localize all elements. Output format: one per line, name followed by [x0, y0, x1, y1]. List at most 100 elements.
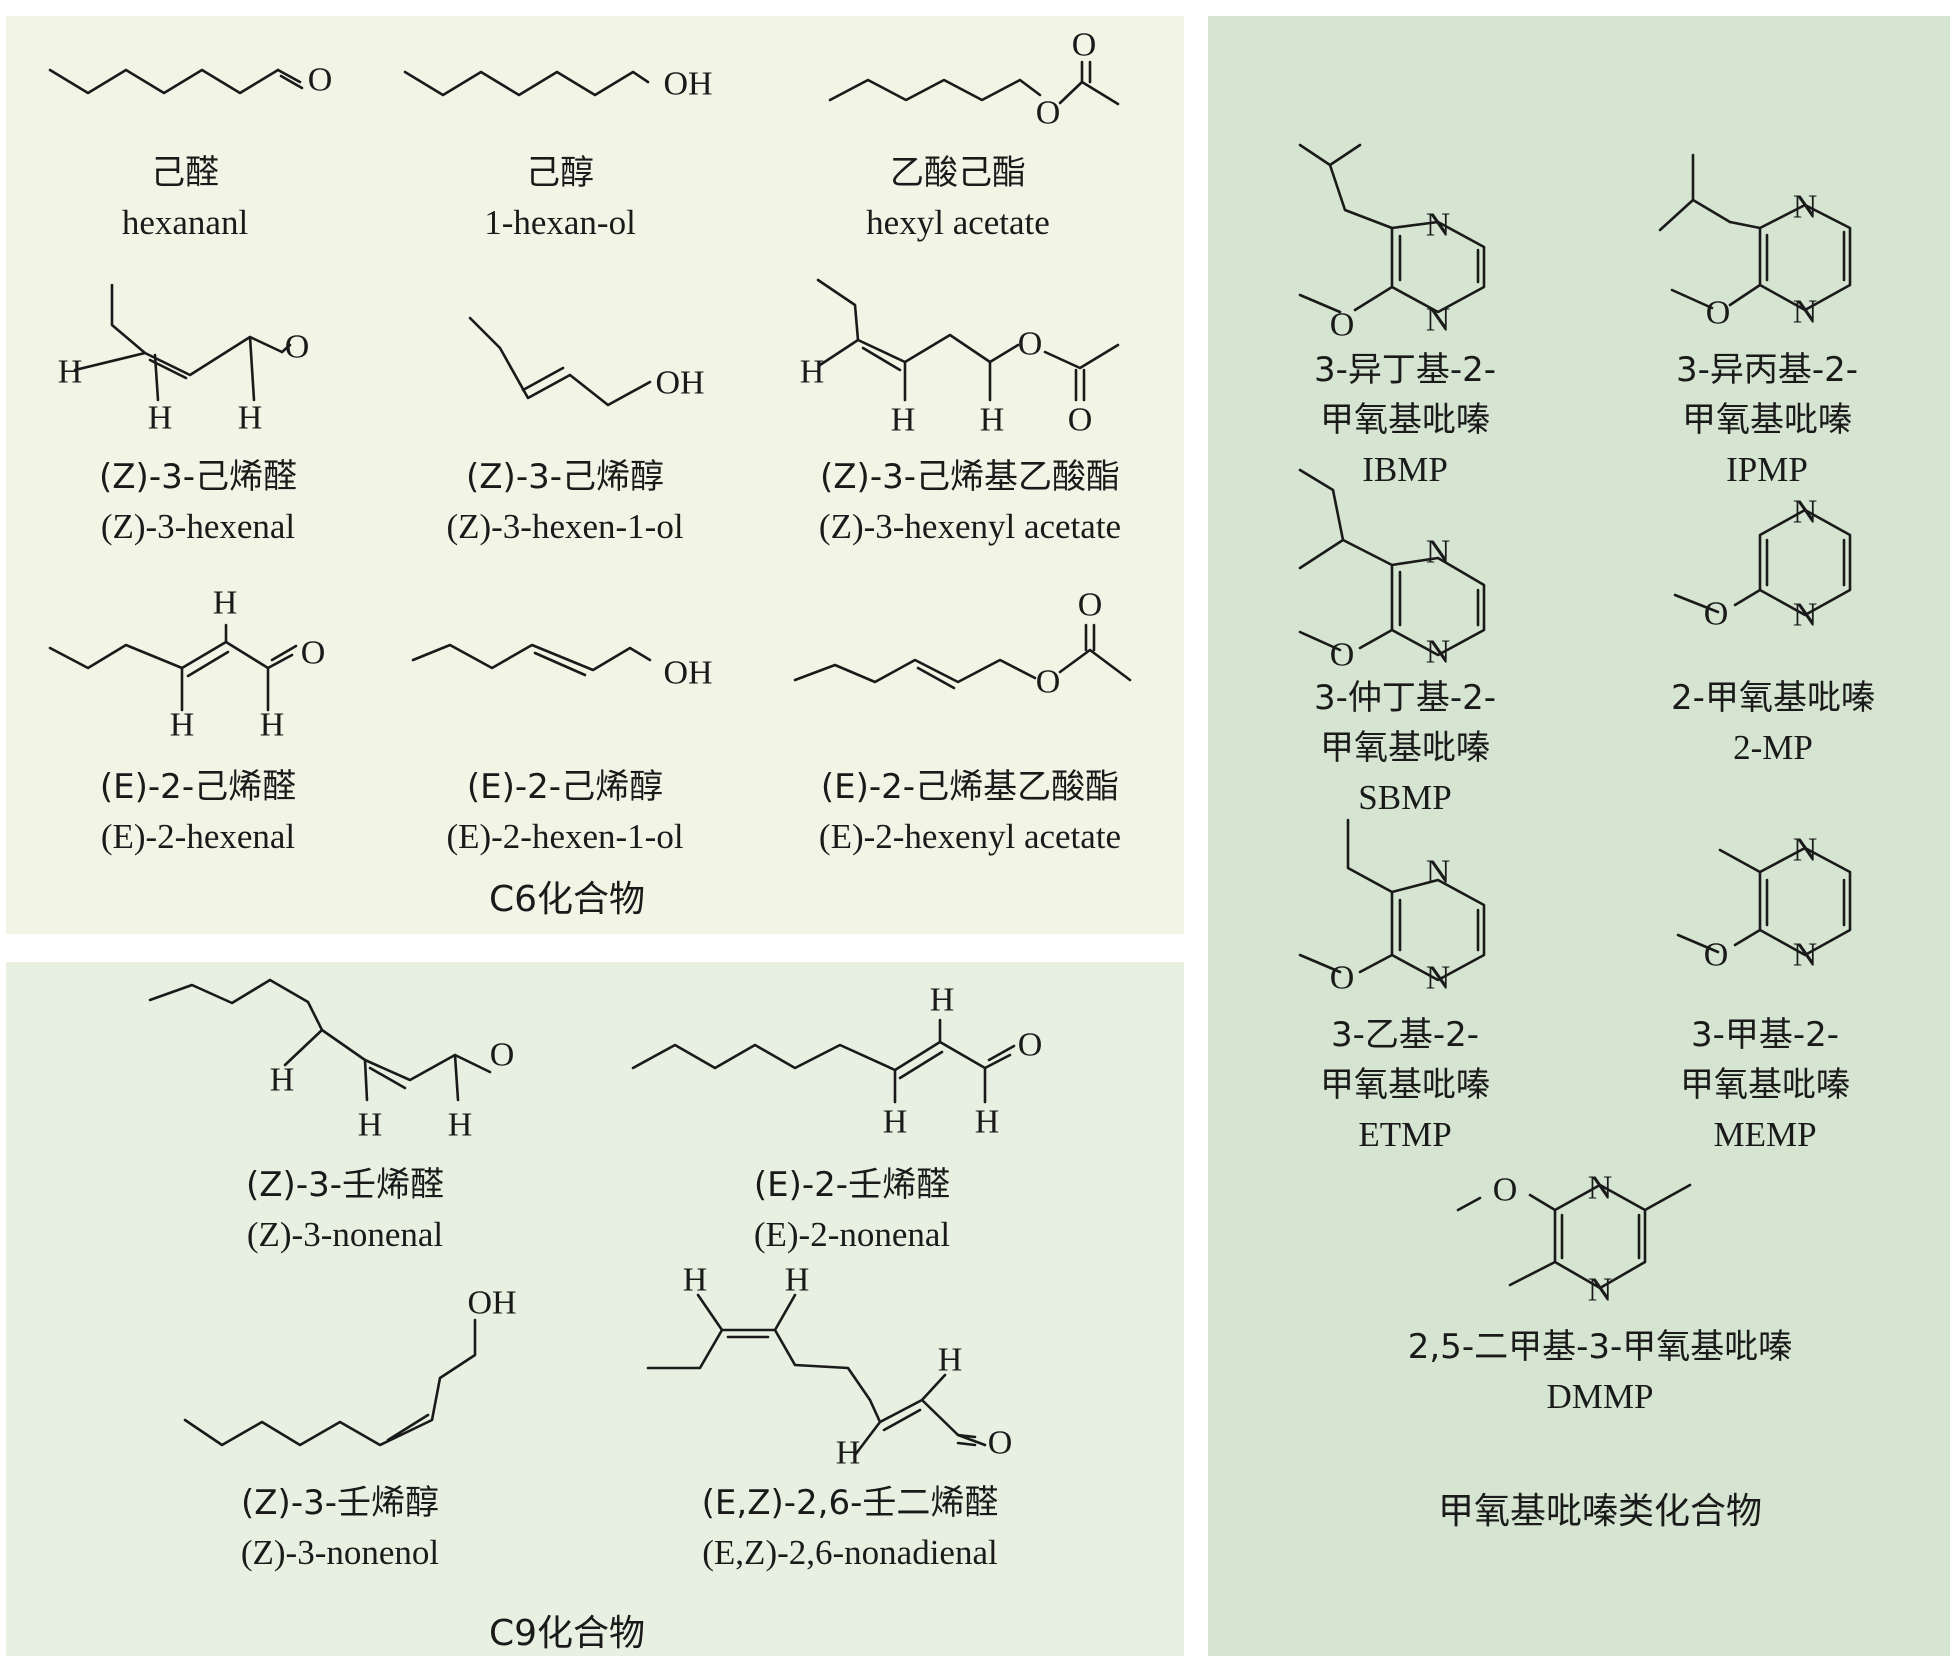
name-en: (Z)-3-hexenal — [100, 507, 296, 546]
svg-text:N: N — [1426, 207, 1451, 244]
svg-text:O: O — [1704, 596, 1729, 633]
name-abbr: IPMP — [1726, 450, 1808, 489]
svg-text:H: H — [800, 354, 825, 391]
name-cn-line1: 3-乙基-2- — [1330, 1015, 1480, 1055]
name-cn-line2: 甲氧基吡嗪 — [1319, 400, 1490, 440]
name-cn: 己醛 — [150, 153, 219, 193]
svg-text:H: H — [836, 1435, 861, 1472]
name-cn: (Z)-3-己烯醇 — [465, 457, 664, 497]
svg-text:O: O — [1330, 307, 1355, 344]
label-memp: 3-甲基-2- 甲氧基吡嗪 MEMP — [1680, 1010, 1850, 1160]
svg-text:H: H — [883, 1104, 908, 1141]
svg-text:O: O — [301, 635, 326, 672]
svg-text:H: H — [58, 354, 83, 391]
name-en: (Z)-3-nonenol — [240, 1533, 440, 1572]
svg-text:OH: OH — [467, 1285, 516, 1322]
svg-text:O: O — [490, 1037, 515, 1074]
c6-compounds-panel — [6, 16, 1184, 934]
svg-text:OH: OH — [655, 365, 704, 402]
svg-text:OH: OH — [663, 66, 712, 103]
svg-text:H: H — [930, 982, 955, 1019]
name-cn-line2: 甲氧基吡嗪 — [1319, 728, 1490, 768]
name-en: (Z)-3-hexenyl acetate — [818, 507, 1122, 546]
name-cn: (E)-2-己烯醇 — [466, 767, 664, 807]
svg-text:O: O — [285, 329, 310, 366]
name-cn: (Z)-3-己烯醛 — [99, 457, 297, 497]
name-en: hexyl acetate — [866, 203, 1050, 242]
name-cn: (Z)-3-壬烯醛 — [246, 1165, 444, 1205]
name-cn-line1: 2-甲氧基吡嗪 — [1671, 678, 1875, 718]
svg-text:O: O — [1068, 402, 1093, 439]
svg-text:N: N — [1793, 189, 1818, 226]
c9-compounds-panel — [6, 962, 1184, 1656]
label-ez26-nonadienal: (E,Z)-2,6-壬二烯醛 (E,Z)-2,6-nonadienal — [702, 1478, 999, 1578]
name-en: (Z)-3-hexen-1-ol — [446, 507, 684, 546]
svg-text:H: H — [148, 400, 173, 437]
label-etmp: 3-乙基-2- 甲氧基吡嗪 ETMP — [1320, 1010, 1490, 1160]
svg-text:N: N — [1426, 534, 1451, 571]
name-cn: (E)-2-壬烯醛 — [753, 1165, 951, 1205]
name-abbr: IBMP — [1362, 450, 1448, 489]
name-cn-line1: 3-仲丁基-2- — [1313, 678, 1497, 718]
name-abbr: DMMP — [1546, 1377, 1654, 1416]
name-cn-line2: 甲氧基吡嗪 — [1680, 1065, 1850, 1105]
svg-text:N: N — [1588, 1170, 1613, 1207]
name-en: (E)-2-hexen-1-ol — [446, 817, 684, 856]
svg-text:N: N — [1588, 1272, 1613, 1309]
name-en: (E)-2-hexenal — [100, 817, 296, 856]
label-e2-hexenal: (E)-2-己烯醛 (E)-2-hexenal — [100, 762, 296, 862]
svg-text:O: O — [1036, 664, 1061, 701]
name-cn: 己醇 — [525, 153, 594, 193]
svg-text:O: O — [1704, 937, 1729, 974]
svg-text:N: N — [1793, 832, 1818, 869]
name-en: (E)-2-hexenyl acetate — [818, 817, 1122, 856]
svg-text:H: H — [213, 585, 238, 622]
svg-text:O: O — [1493, 1172, 1518, 1209]
label-e2-hexenyl-acetate: (E)-2-己烯基乙酸酯 (E)-2-hexenyl acetate — [819, 762, 1121, 862]
name-cn: (E)-2-己烯醛 — [99, 767, 297, 807]
name-en: (E)-2-nonenal — [753, 1215, 951, 1254]
svg-text:O: O — [1018, 326, 1043, 363]
name-en: hexananl — [121, 203, 249, 242]
label-e2-nonenal: (E)-2-壬烯醛 (E)-2-nonenal — [754, 1160, 950, 1260]
svg-text:O: O — [1330, 637, 1355, 674]
svg-text:O: O — [1036, 95, 1061, 132]
svg-text:O: O — [1018, 1027, 1043, 1064]
svg-text:N: N — [1793, 937, 1818, 974]
svg-text:N: N — [1793, 494, 1818, 531]
name-cn-line1: 2,5-二甲基-3-甲氧基吡嗪 — [1407, 1327, 1793, 1367]
name-en: (Z)-3-nonenal — [246, 1215, 444, 1254]
name-cn-line1: 3-甲基-2- — [1690, 1015, 1840, 1055]
name-en: 1-hexan-ol — [484, 203, 636, 242]
name-abbr: SBMP — [1358, 778, 1452, 817]
label-z3-hexenal: (Z)-3-己烯醛 (Z)-3-hexenal — [99, 452, 297, 552]
svg-text:N: N — [1793, 294, 1818, 331]
svg-text:H: H — [448, 1107, 473, 1144]
svg-text:H: H — [980, 402, 1005, 439]
name-abbr: ETMP — [1358, 1115, 1452, 1154]
label-hexyl-acetate: 乙酸己酯 hexyl acetate — [866, 148, 1050, 248]
name-cn-line2: 甲氧基吡嗪 — [1320, 1065, 1490, 1105]
svg-text:O: O — [1706, 295, 1731, 332]
svg-text:N: N — [1426, 960, 1451, 997]
svg-text:N: N — [1426, 854, 1451, 891]
label-z3-hexenyl-acetate: (Z)-3-己烯基乙酸酯 (Z)-3-hexenyl acetate — [819, 452, 1121, 552]
name-abbr: 2-MP — [1733, 728, 1813, 767]
svg-text:O: O — [1078, 587, 1103, 624]
label-dmmp: 2,5-二甲基-3-甲氧基吡嗪 DMMP — [1408, 1322, 1793, 1422]
label-z3-hexenol: (Z)-3-己烯醇 (Z)-3-hexen-1-ol — [446, 452, 683, 552]
label-z3-nonenol: (Z)-3-壬烯醇 (Z)-3-nonenol — [241, 1478, 439, 1578]
name-abbr: MEMP — [1713, 1115, 1817, 1154]
group-title-methoxypyrazines: 甲氧基吡嗪类化合物 — [1437, 1491, 1763, 1532]
